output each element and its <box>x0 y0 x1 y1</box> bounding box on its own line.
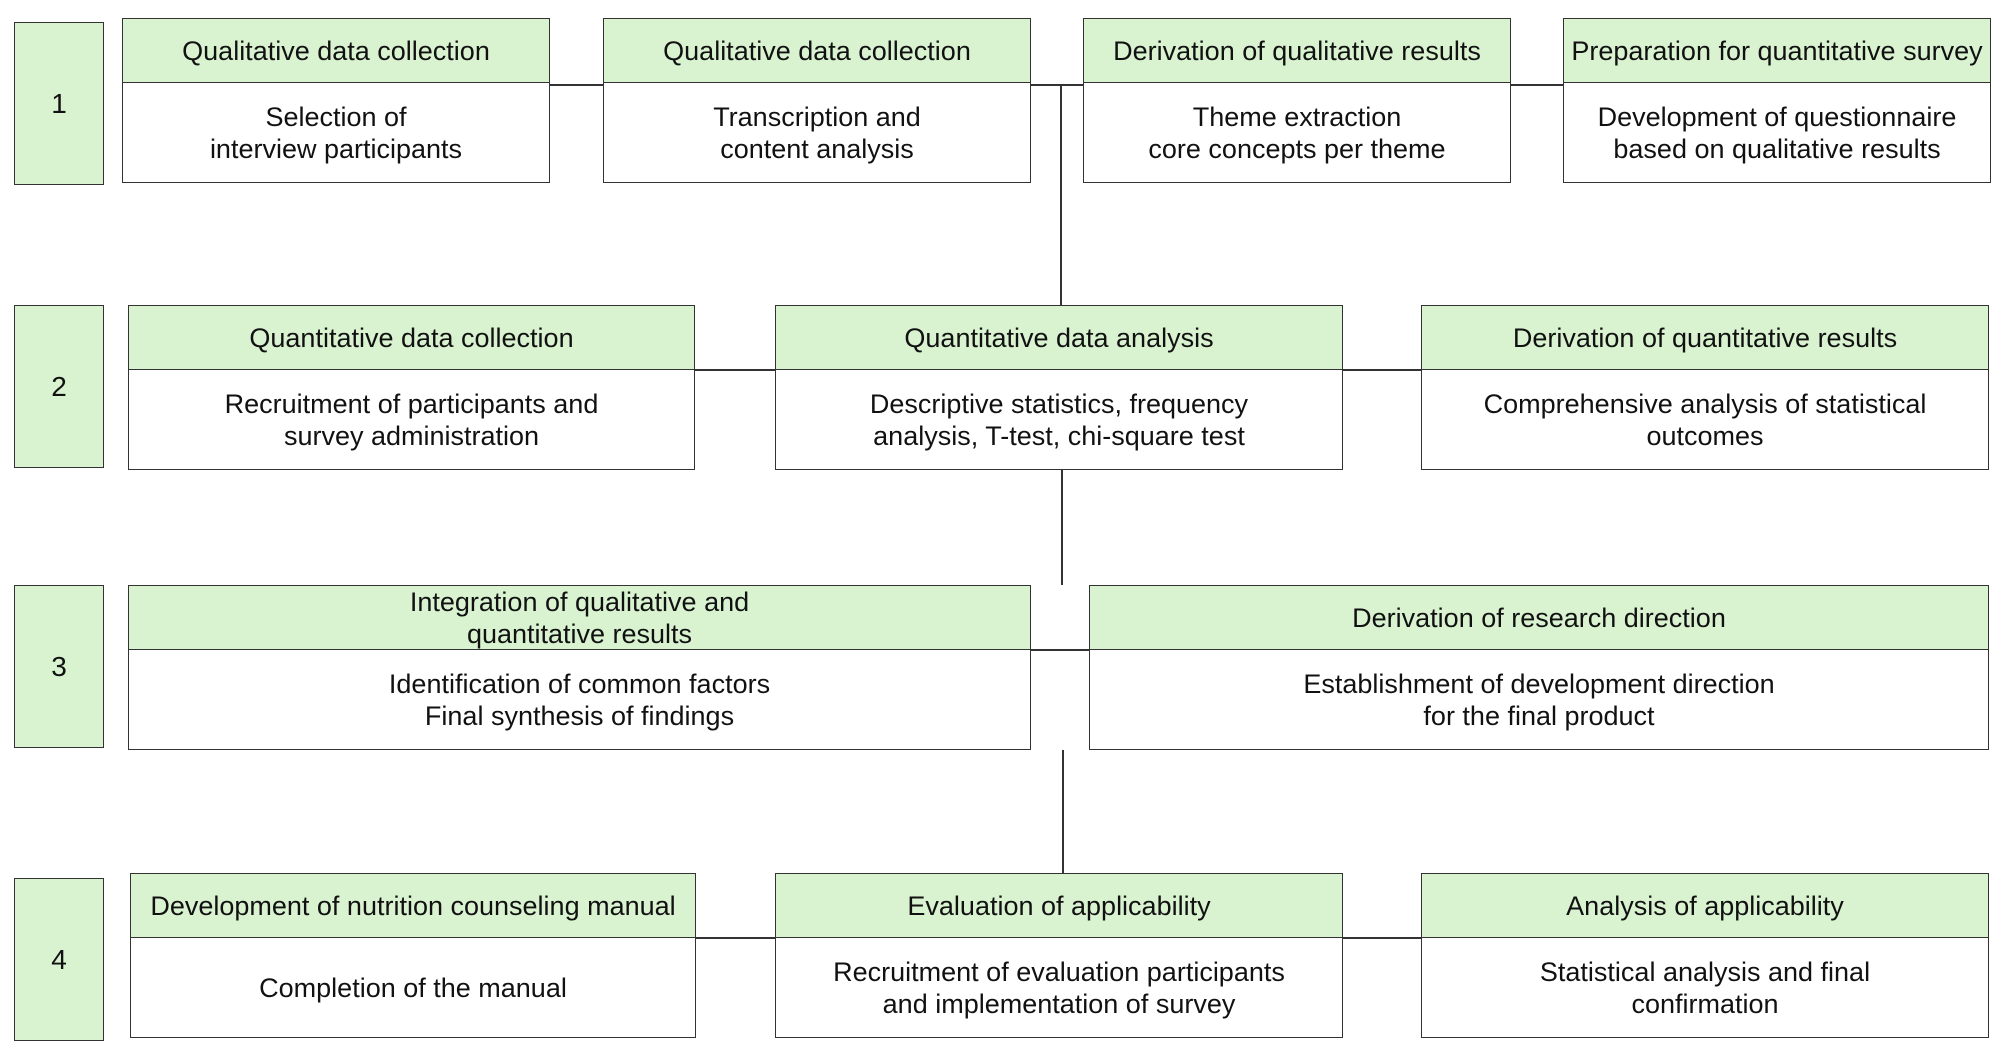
box-header-line: Derivation of research direction <box>1352 602 1726 633</box>
box-header-line: Qualitative data collection <box>663 35 971 66</box>
box-body-line: core concepts per theme <box>1148 133 1446 164</box>
connector-line <box>1031 84 1083 86</box>
stage-number-4: 4 <box>14 878 104 1041</box>
box-body-line: confirmation <box>1631 988 1779 1019</box>
box-header-line: Quantitative data collection <box>249 322 574 353</box>
box-body-line: Transcription and <box>713 101 921 132</box>
box-header-line: Evaluation of applicability <box>907 890 1211 921</box>
box-body-line: survey administration <box>283 420 540 451</box>
box-body-line: and implementation of survey <box>882 988 1236 1019</box>
box-header: Qualitative data collection <box>123 19 549 83</box>
box-body: Completion of the manual <box>131 938 695 1037</box>
stage-number-1: 1 <box>14 22 104 185</box>
box-body-line: for the final product <box>1423 700 1655 731</box>
box-header-line: Development of nutrition counseling manu… <box>150 890 676 921</box>
box-header-line: Qualitative data collection <box>182 35 490 66</box>
box-header-line: Derivation of qualitative results <box>1113 35 1481 66</box>
box-header: Development of nutrition counseling manu… <box>131 874 695 938</box>
box-body-line: Establishment of development direction <box>1303 668 1775 699</box>
box-header: Evaluation of applicability <box>776 874 1342 938</box>
box-body-line: Recruitment of evaluation participants <box>833 956 1285 987</box>
box-header: Quantitative data analysis <box>776 306 1342 370</box>
box-body-line: Final synthesis of findings <box>424 700 735 731</box>
box-body-line: content analysis <box>720 133 914 164</box>
box-header: Derivation of quantitative results <box>1422 306 1988 370</box>
connector-line <box>1061 470 1063 585</box>
box-body-line: Selection of <box>265 101 407 132</box>
box-body-line: outcomes <box>1646 420 1764 451</box>
box-body-line: Completion of the manual <box>259 972 567 1003</box>
connector-line <box>1060 84 1062 305</box>
box-header-line: Analysis of applicability <box>1566 890 1844 921</box>
process-box: Development of nutrition counseling manu… <box>130 873 696 1038</box>
connector-line <box>1343 369 1421 371</box>
box-header: Quantitative data collection <box>129 306 694 370</box>
box-body-line: based on qualitative results <box>1613 133 1941 164</box>
box-body-line: interview participants <box>209 133 463 164</box>
stage-number-2: 2 <box>14 305 104 468</box>
connector-line <box>1062 750 1064 873</box>
connector-line <box>1031 649 1089 651</box>
box-header-line: quantitative results <box>466 618 693 649</box>
box-header: Derivation of research direction <box>1090 586 1988 650</box>
box-body-line: Identification of common factors <box>388 668 771 699</box>
box-header: Derivation of qualitative results <box>1084 19 1510 83</box>
connector-line <box>1343 937 1421 939</box>
box-body-line: Statistical analysis and final <box>1539 956 1871 987</box>
box-body-line: analysis, T-test, chi-square test <box>873 420 1245 451</box>
box-body-line: Recruitment of participants and <box>224 388 599 419</box>
box-body-line: Development of questionnaire <box>1597 101 1957 132</box>
connector-line <box>695 369 775 371</box>
box-header-line: Derivation of quantitative results <box>1512 322 1898 353</box>
box-header-line: Preparation for quantitative survey <box>1571 35 1983 66</box>
box-header: Analysis of applicability <box>1422 874 1988 938</box>
box-header: Qualitative data collection <box>604 19 1030 83</box>
box-header: Preparation for quantitative survey <box>1564 19 1990 83</box>
box-body-line: Comprehensive analysis of statistical <box>1483 388 1927 419</box>
box-header-line: Quantitative data analysis <box>904 322 1214 353</box>
connector-line <box>1511 84 1563 86</box>
box-body-line: Descriptive statistics, frequency <box>869 388 1249 419</box>
connector-line <box>696 937 775 939</box>
connector-line <box>550 84 603 86</box>
stage-number-3: 3 <box>14 585 104 748</box>
box-body-line: Theme extraction <box>1192 101 1402 132</box>
box-header-line: Integration of qualitative and <box>409 586 750 617</box>
